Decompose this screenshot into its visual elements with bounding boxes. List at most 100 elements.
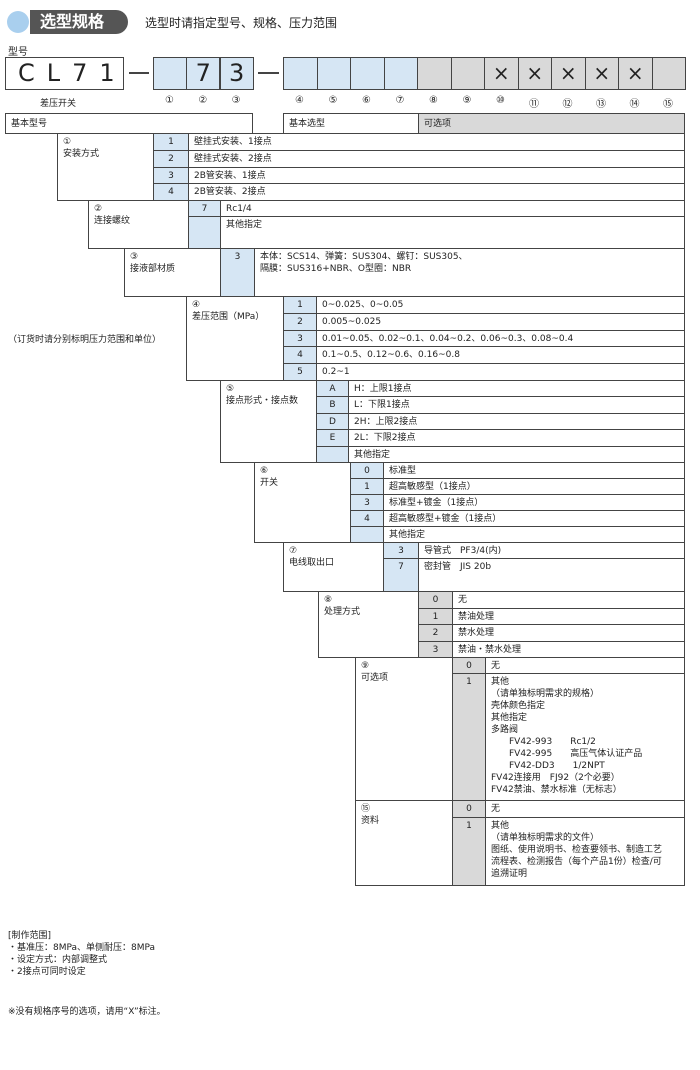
option-code[interactable]: 0 — [452, 657, 486, 674]
model-digit-box[interactable] — [153, 57, 187, 90]
option-code[interactable] — [350, 526, 384, 543]
model-label: 型号 — [8, 47, 28, 58]
model-digit-box[interactable] — [316, 57, 351, 90]
option-description: 超高敏感型+镀金（1接点） — [383, 510, 685, 527]
option-code[interactable]: 5 — [283, 363, 317, 381]
option-code[interactable]: 7 — [188, 200, 221, 217]
option-code[interactable]: 3 — [153, 166, 189, 185]
option-code[interactable]: 1 — [452, 673, 486, 801]
option-code[interactable]: 4 — [283, 346, 317, 365]
option-code[interactable]: 1 — [452, 817, 486, 886]
option-description: 导管式 PF3/4(内) — [418, 542, 685, 559]
option-code[interactable]: 2 — [153, 149, 189, 168]
option-description: 超高敏感型（1接点） — [383, 478, 685, 495]
option-description: 其他指定 — [348, 445, 685, 463]
option-code[interactable]: 1 — [153, 133, 189, 151]
section-number: ⑮ — [361, 804, 371, 814]
option-code[interactable]: 2 — [283, 312, 317, 331]
model-digit-box[interactable]: 3 — [219, 57, 254, 90]
option-code[interactable]: D — [316, 412, 349, 431]
position-number: ④ — [295, 95, 304, 106]
option-code[interactable] — [316, 445, 349, 463]
option-description: 壁挂式安装、2接点 — [188, 149, 685, 168]
option-code[interactable]: 1 — [283, 296, 317, 314]
section-number: ⑧ — [324, 595, 333, 605]
position-number: ⑪ — [529, 99, 539, 110]
section-number: ③ — [130, 252, 139, 262]
model-digit-box[interactable] — [383, 57, 418, 90]
pressure-note: （订货时请分别标明压力范围和单位） — [8, 335, 162, 345]
position-number: ① — [165, 95, 174, 106]
section-number: ⑥ — [260, 466, 269, 476]
option-description: 壁挂式安装、1接点 — [188, 133, 685, 151]
option-code[interactable] — [188, 216, 221, 249]
option-code[interactable]: B — [316, 396, 349, 414]
option-code[interactable]: 3 — [283, 329, 317, 348]
section-number: ① — [63, 137, 72, 147]
section-number: ④ — [192, 300, 201, 310]
position-number: ⑮ — [663, 99, 673, 110]
model-digit-box[interactable]: 7 — [186, 57, 221, 90]
dash — [129, 72, 149, 74]
option-description: 0.2~1 — [316, 363, 685, 381]
position-number: ⑦ — [395, 95, 405, 106]
option-code[interactable]: 7 — [383, 558, 419, 592]
option-description: 本体：SCS14、弹簧：SUS304、螺钉：SUS305、 隔膜：SUS316+… — [254, 248, 685, 297]
model-digit-box[interactable]: × — [584, 57, 619, 90]
model-base-box: CL71 — [5, 57, 124, 90]
section-number: ⑨ — [361, 661, 370, 671]
option-description: 0.005~0.025 — [316, 312, 685, 331]
model-digit-box[interactable] — [283, 57, 318, 90]
section-label: 接液部材质 — [130, 264, 176, 274]
position-number: ⑩ — [496, 95, 505, 106]
option-code[interactable]: A — [316, 380, 349, 398]
dash — [258, 72, 279, 74]
notes: [制作范围] ・基准压：8MPa、单侧耐压：8MPa ・设定方式：内部调整式 ・… — [8, 930, 155, 978]
option-code[interactable]: 0 — [350, 462, 384, 479]
option-description: 其他 （请单独标明需求的规格） 壳体颜色指定 其他指定 多路阀 FV42-993… — [485, 673, 685, 801]
option-code[interactable]: 3 — [220, 248, 255, 297]
section-label-box: ⑧ 处理方式 — [318, 591, 419, 658]
option-code[interactable]: 3 — [350, 494, 384, 511]
section-title: 选型规格 — [30, 10, 128, 34]
section-label: 处理方式 — [324, 607, 361, 617]
option-code[interactable]: 2 — [418, 624, 453, 642]
model-digit-box[interactable] — [450, 57, 485, 90]
position-number: ⑬ — [596, 99, 606, 110]
option-description: 其他指定 — [383, 526, 685, 543]
option-code[interactable]: 3 — [383, 542, 419, 559]
position-number: ⑫ — [562, 99, 573, 110]
model-digit-box[interactable] — [417, 57, 452, 90]
option-description: 禁油・禁水处理 — [452, 640, 685, 658]
option-code[interactable]: 3 — [418, 640, 453, 658]
section-subtitle: 选型时请指定型号、规格、压力范围 — [145, 16, 338, 30]
header-options: 可选项 — [418, 113, 685, 134]
model-digit-box[interactable]: × — [618, 57, 653, 90]
model-digit-box[interactable]: × — [484, 57, 519, 90]
option-code[interactable]: 4 — [350, 510, 384, 527]
option-code[interactable]: 4 — [153, 183, 189, 201]
option-code[interactable]: 0 — [452, 800, 486, 818]
position-number: ⑨ — [462, 95, 472, 106]
option-description: L：下限1接点 — [348, 396, 685, 414]
option-description: 标准型 — [383, 462, 685, 479]
model-digit-box[interactable]: × — [517, 57, 552, 90]
option-code[interactable]: 1 — [418, 607, 453, 625]
option-code[interactable]: 0 — [418, 591, 453, 609]
model-caption: 差压开关 — [40, 99, 77, 109]
option-description: 无 — [485, 657, 685, 674]
model-digit-box[interactable]: × — [551, 57, 586, 90]
section-label: 连接螺纹 — [94, 216, 131, 226]
option-description: Rc1/4 — [220, 200, 685, 217]
model-digit-box[interactable] — [350, 57, 385, 90]
option-code[interactable]: E — [316, 429, 349, 447]
option-description: 0.01~0.05、0.02~0.1、0.04~0.2、0.06~0.3、0.0… — [316, 329, 685, 348]
section-label: 接点形式・接点数 — [226, 396, 299, 406]
model-digit-box[interactable] — [651, 57, 686, 90]
option-code[interactable]: 1 — [350, 478, 384, 495]
